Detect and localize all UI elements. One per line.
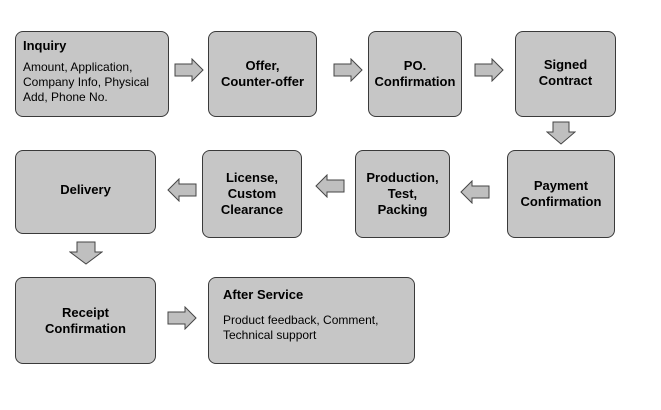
offer-box: Offer, Counter-offer bbox=[208, 31, 317, 117]
production-box: Production, Test, Packing bbox=[355, 150, 450, 238]
po-confirmation-box: PO. Confirmation bbox=[368, 31, 462, 117]
arrow-down-icon bbox=[69, 241, 103, 265]
arrow-down-icon bbox=[546, 121, 576, 145]
license-box: License, Custom Clearance bbox=[202, 150, 302, 238]
arrow-left-icon bbox=[315, 174, 345, 198]
production-label-line2: Test, bbox=[387, 186, 418, 201]
arrow-right-icon bbox=[333, 58, 363, 82]
payment-confirmation-box: Payment Confirmation bbox=[507, 150, 615, 238]
inquiry-detail: Amount, Application, Company Info, Physi… bbox=[23, 60, 150, 104]
payment-label-line1: Payment bbox=[533, 178, 589, 193]
license-label-line3: Clearance bbox=[220, 202, 284, 217]
production-label-line1: Production, bbox=[366, 170, 439, 185]
po-label-line2: Confirmation bbox=[374, 74, 456, 89]
receipt-label-line2: Confirmation bbox=[45, 320, 126, 336]
signed-contract-box: Signed Contract bbox=[515, 31, 616, 117]
offer-label-line2: Counter-offer bbox=[220, 74, 305, 89]
after-service-title: After Service bbox=[223, 287, 304, 302]
delivery-label: Delivery bbox=[60, 182, 111, 197]
after-service-detail-line2: Technical support bbox=[223, 328, 317, 342]
license-label-line1: License, bbox=[225, 170, 279, 185]
delivery-box: Delivery bbox=[15, 150, 156, 234]
arrow-right-icon bbox=[174, 58, 204, 82]
inquiry-title: Inquiry bbox=[23, 38, 67, 53]
arrow-right-icon bbox=[474, 58, 504, 82]
arrow-left-icon bbox=[167, 178, 197, 202]
arrow-right-icon bbox=[167, 306, 197, 330]
after-service-detail-line1: Product feedback, Comment, bbox=[223, 313, 379, 327]
signed-label-line1: Signed bbox=[543, 57, 588, 72]
inquiry-box: Inquiry Amount, Application, Company Inf… bbox=[15, 31, 169, 117]
payment-label-line2: Confirmation bbox=[520, 194, 602, 209]
license-label-line2: Custom bbox=[227, 186, 277, 201]
po-label-line1: PO. bbox=[403, 58, 427, 73]
after-service-box: After Service Product feedback, Comment,… bbox=[208, 277, 415, 364]
receipt-confirmation-box: Receipt Confirmation bbox=[15, 277, 156, 364]
signed-label-line2: Contract bbox=[538, 73, 593, 88]
offer-label-line1: Offer, bbox=[245, 58, 280, 73]
production-label-line3: Packing bbox=[377, 202, 428, 217]
receipt-label-line1: Receipt bbox=[62, 304, 109, 320]
arrow-left-icon bbox=[460, 180, 490, 204]
